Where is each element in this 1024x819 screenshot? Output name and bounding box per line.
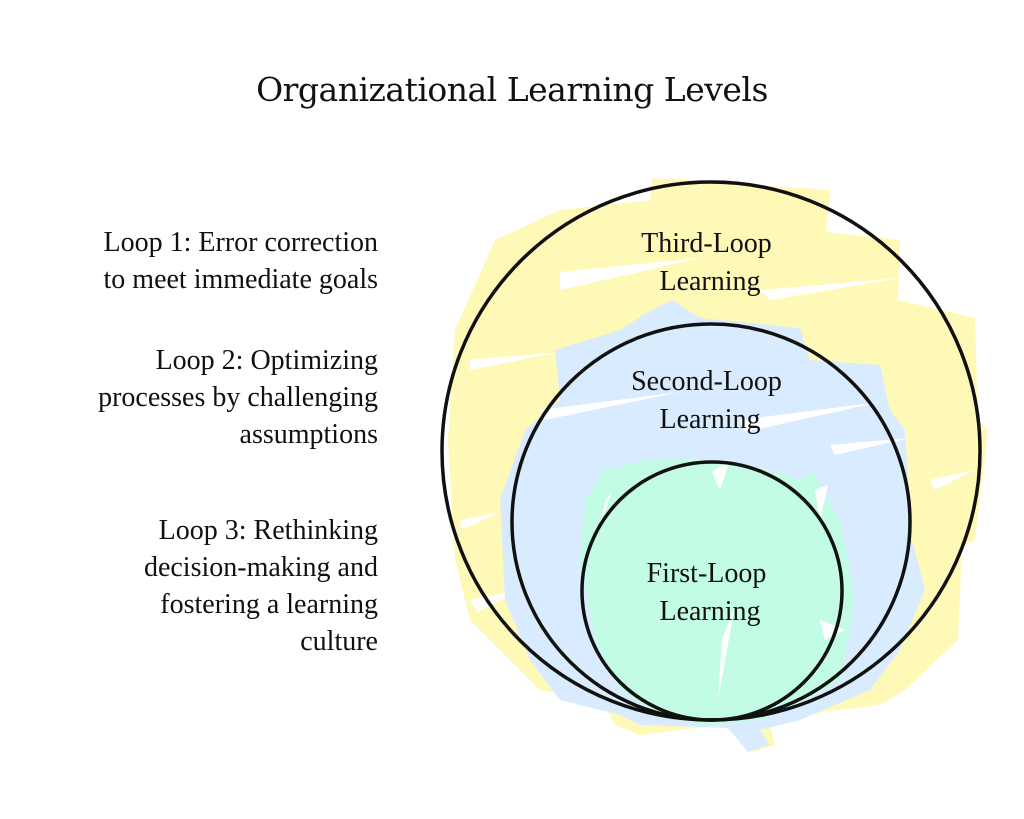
label-line: Learning (659, 596, 760, 627)
first-loop-label: First-Loop Learning (647, 558, 774, 627)
label-line: Third-Loop (641, 228, 772, 259)
description-line: Loop 2: Optimizing (155, 345, 378, 376)
loop-3-description: Loop 3: Rethinking decision-making and f… (144, 512, 378, 660)
description-line: Loop 3: Rethinking (158, 515, 378, 546)
description-line: decision-making and (143, 552, 378, 583)
label-line: Learning (659, 404, 760, 435)
third-loop-label: Third-Loop Learning (641, 228, 779, 297)
loop-2-description: Loop 2: Optimizing processes by challeng… (98, 342, 378, 453)
description-line: culture (300, 626, 378, 657)
description-line: processes by challenging (98, 382, 378, 413)
description-line: to meet immediate goals (103, 264, 378, 295)
label-line: Learning (659, 266, 760, 297)
second-loop-label: Second-Loop Learning (631, 366, 789, 435)
second-loop-gaps (540, 392, 910, 455)
label-line: Second-Loop (631, 366, 782, 397)
description-line: assumptions (239, 419, 378, 450)
loop-1-description: Loop 1: Error correction to meet immedia… (104, 224, 378, 298)
label-line: First-Loop (647, 558, 767, 589)
first-loop-circle (580, 460, 844, 722)
description-line: fostering a learning (160, 589, 378, 620)
diagram-title: Organizational Learning Levels (256, 70, 768, 109)
first-loop-fill (580, 458, 855, 725)
description-line: Loop 1: Error correction (103, 227, 378, 258)
